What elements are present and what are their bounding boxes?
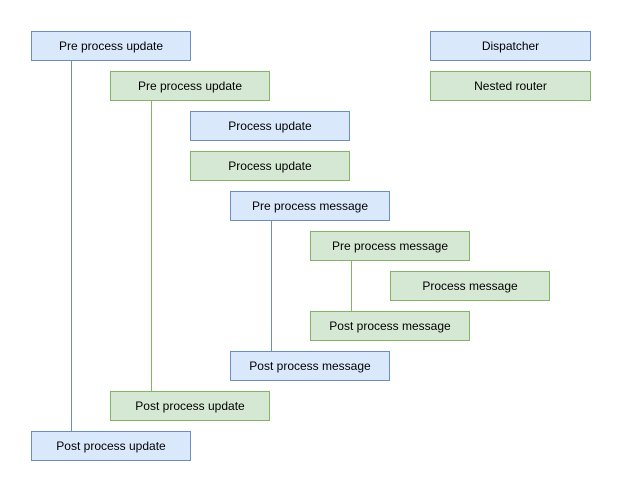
- node-label: Post process update: [56, 439, 166, 453]
- connector-nested-router-x151[interactable]: [151, 101, 152, 391]
- node-process-message-nested-router[interactable]: Process message: [390, 271, 550, 301]
- node-label: Pre process update: [58, 39, 164, 53]
- node-label: Post process update: [135, 399, 245, 413]
- legend-nested-router-nested-router[interactable]: Nested router: [430, 71, 591, 101]
- node-post-process-message-nested-router[interactable]: Post process message: [310, 311, 470, 341]
- node-post-process-update-nested-router[interactable]: Post process update: [110, 391, 270, 421]
- node-label: Dispatcher: [481, 39, 540, 53]
- node-label: Pre process message: [251, 199, 369, 213]
- node-label: Process update: [228, 119, 312, 133]
- node-pre-process-message-dispatcher[interactable]: Pre process message: [230, 191, 390, 221]
- node-pre-process-message-nested-router[interactable]: Pre process message: [310, 231, 470, 261]
- node-label: Nested router: [474, 79, 547, 93]
- node-label: Process message: [422, 279, 518, 293]
- node-pre-process-update-dispatcher[interactable]: Pre process update: [31, 31, 191, 61]
- node-label: Post process message: [329, 319, 451, 333]
- node-process-update-dispatcher[interactable]: Process update: [190, 111, 350, 141]
- node-post-process-update-dispatcher[interactable]: Post process update: [31, 431, 191, 461]
- connector-dispatcher-x71[interactable]: [71, 61, 72, 431]
- node-label: Pre process message: [331, 239, 449, 253]
- node-label: Pre process update: [137, 79, 243, 93]
- node-process-update-nested-router[interactable]: Process update: [190, 151, 350, 181]
- connector-dispatcher-x271[interactable]: [271, 221, 272, 351]
- node-pre-process-update-nested-router[interactable]: Pre process update: [110, 71, 270, 101]
- legend-dispatcher-dispatcher[interactable]: Dispatcher: [430, 31, 591, 61]
- connector-nested-router-x351[interactable]: [351, 261, 352, 311]
- node-label: Process update: [228, 159, 312, 173]
- node-label: Post process message: [249, 359, 371, 373]
- node-post-process-message-dispatcher[interactable]: Post process message: [230, 351, 390, 381]
